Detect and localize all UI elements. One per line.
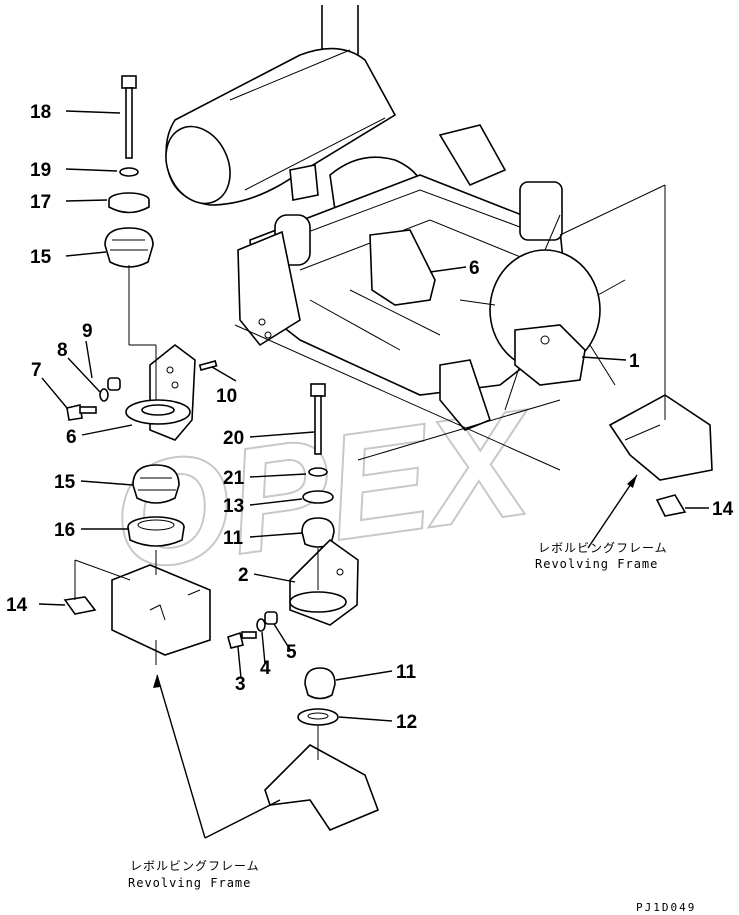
frame-label-jp-right: レボルビングフレーム	[538, 541, 668, 555]
callouts: 18 19 17 15 9 8 7 10 6 15 16 14 20 21 13…	[6, 102, 734, 733]
callout-5: 5	[286, 642, 297, 663]
frame-label-jp-bottom: レボルビングフレーム	[130, 859, 260, 873]
callout-21: 21	[223, 468, 245, 489]
callout-19: 19	[30, 160, 51, 181]
callout-18: 18	[30, 102, 51, 123]
callout-20: 20	[223, 428, 244, 449]
callout-12: 12	[396, 712, 417, 733]
callout-1: 1	[629, 351, 640, 372]
callout-11-upper: 11	[223, 528, 244, 549]
callout-2: 2	[238, 565, 249, 586]
callout-9: 9	[82, 321, 93, 342]
callout-14-left: 14	[6, 595, 28, 616]
frame-labels: レボルビングフレーム Revolving Frame レボルビングフレーム Re…	[128, 541, 668, 890]
callout-7: 7	[31, 360, 42, 381]
callout-6-right: 6	[469, 258, 480, 279]
callout-3: 3	[235, 674, 246, 695]
center-mount-stack	[227, 383, 380, 831]
callout-13: 13	[223, 496, 244, 517]
drawing-code: PJ1D049	[636, 901, 696, 914]
frame-label-en-right: Revolving Frame	[535, 557, 658, 571]
callout-15-lower: 15	[54, 472, 76, 493]
callout-17: 17	[30, 192, 51, 213]
callout-4: 4	[260, 658, 271, 679]
callout-10: 10	[216, 386, 237, 407]
callout-6-left: 6	[66, 427, 77, 448]
right-frame	[608, 394, 713, 517]
left-mount-stack	[63, 75, 218, 656]
callout-8: 8	[57, 340, 68, 361]
callout-11-lower: 11	[396, 662, 417, 683]
callout-16: 16	[54, 520, 75, 541]
leader-lines	[38, 110, 709, 839]
engine-assembly	[165, 5, 626, 431]
frame-label-en-bottom: Revolving Frame	[128, 876, 251, 890]
callout-15-upper: 15	[30, 247, 52, 268]
callout-14-right: 14	[712, 499, 734, 520]
